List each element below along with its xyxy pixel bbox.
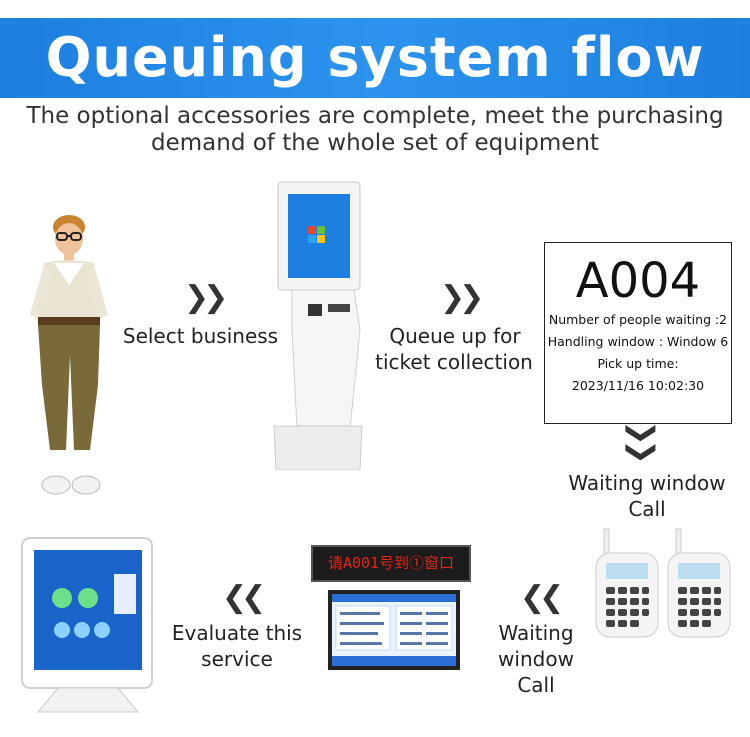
double-chevron-right-icon: ❯❯ xyxy=(440,280,484,315)
step-queue-label-line1: Queue up for xyxy=(389,324,521,348)
step-select-business-label: Select business xyxy=(122,324,279,348)
step-waiting-call-label-line1: Waiting window xyxy=(568,471,726,495)
double-chevron-down-icon: ❯❯ xyxy=(624,420,660,459)
ticket-pickup-label: Pick up time: xyxy=(597,356,679,371)
wireless-caller-devices-illustration xyxy=(595,528,731,638)
ticket-kiosk-illustration xyxy=(273,181,363,470)
ticket-number: A004 xyxy=(575,253,701,309)
led-call-display: 请A001号到①窗口 xyxy=(311,545,471,582)
page-title: Queuing system flow xyxy=(45,26,705,89)
step-queue-label-line2: ticket collection xyxy=(375,350,533,374)
ticket-people-waiting: Number of people waiting :2 xyxy=(548,312,728,327)
queue-ticket: A004 Number of people waiting :2 Handlin… xyxy=(544,242,732,424)
double-chevron-left-icon: ❮❮ xyxy=(222,580,266,615)
step-evaluate-label-line1: Evaluate this xyxy=(171,621,303,645)
page-subtitle: The optional accessories are complete, m… xyxy=(26,103,724,156)
customer-illustration xyxy=(30,215,108,495)
step-waiting-window-label-line3: Call xyxy=(517,673,555,697)
title-banner: Queuing system flow xyxy=(0,18,750,98)
step-waiting-window-label-line1: Waiting xyxy=(498,621,574,645)
step-waiting-window-label-line2: window xyxy=(498,647,574,671)
step-evaluate-label-line2: service xyxy=(201,647,273,671)
window-display-screen-illustration xyxy=(328,590,460,670)
step-waiting-call-label-line2: Call xyxy=(628,497,666,521)
evaluation-tablet-illustration xyxy=(21,537,153,713)
double-chevron-left-icon: ❮❮ xyxy=(520,580,564,615)
ticket-handling-window: Handling window : Window 6 xyxy=(547,334,729,349)
ticket-pickup-time: 2023/11/16 10:02:30 xyxy=(571,378,705,393)
double-chevron-right-icon: ❯❯ xyxy=(184,280,228,315)
